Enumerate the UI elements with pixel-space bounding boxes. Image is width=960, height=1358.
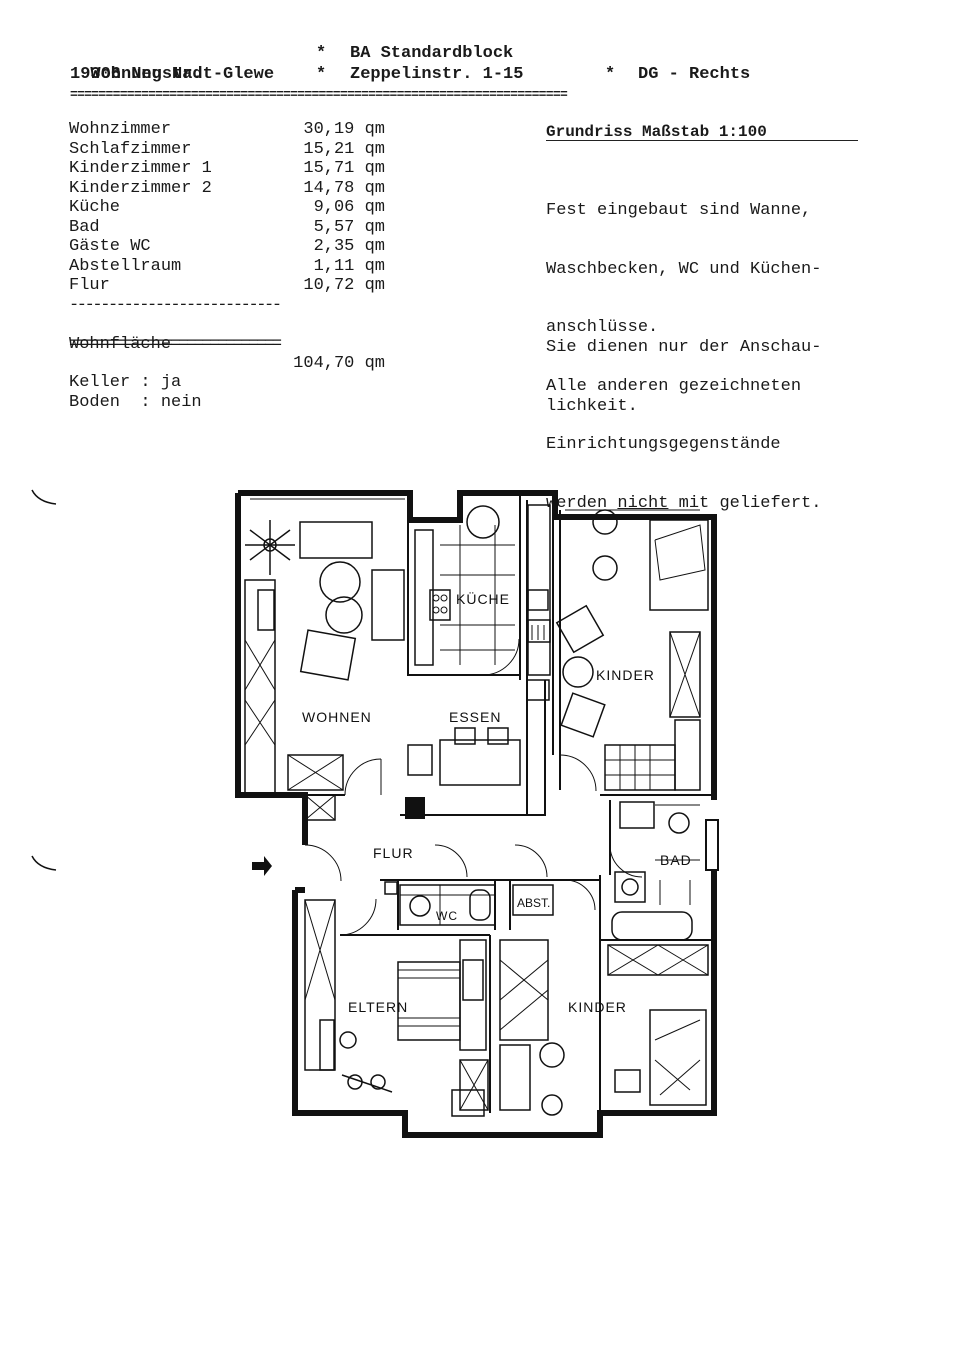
note-text: werden bbox=[546, 493, 618, 513]
area-value: 5,57 qm bbox=[313, 217, 385, 237]
area-label: Abstellraum bbox=[69, 256, 182, 276]
title-underline bbox=[546, 140, 858, 141]
note-paragraph-2: Sie dienen nur der Anschau- lichkeit. bbox=[546, 299, 821, 436]
margin-mark bbox=[31, 855, 57, 871]
plan-scale-title: Grundriss Maßstab 1:100 bbox=[546, 123, 767, 141]
note-line: Sie dienen nur der Anschau- bbox=[546, 338, 822, 357]
plant-icon bbox=[245, 520, 295, 575]
area-value: 10,72 qm bbox=[303, 276, 385, 295]
room-label-abst: ABST. bbox=[517, 896, 550, 910]
dash-line: --------------------------- bbox=[69, 296, 282, 315]
room-label-kinder: KINDER bbox=[568, 999, 627, 1015]
area-value: 30,19 qm bbox=[303, 120, 385, 139]
note-line: werden nicht mit geliefert. bbox=[546, 494, 821, 514]
area-value: 1,11 qm bbox=[313, 256, 385, 276]
area-row: Bad 5,57 qm bbox=[69, 218, 385, 238]
room-label-essen: ESSEN bbox=[449, 709, 501, 725]
floor-position: DG - Rechts bbox=[638, 65, 751, 84]
area-label: Küche bbox=[69, 198, 121, 217]
note-line: anschlüsse. bbox=[546, 318, 659, 337]
area-value: 9,06 qm bbox=[313, 198, 385, 217]
room-label-bad: BAD bbox=[660, 852, 692, 868]
area-label: Wohnzimmer bbox=[69, 120, 172, 139]
apartment-number-label: Wohnung Nr. bbox=[90, 65, 203, 84]
area-row: Wohnzimmer 30,19 qm bbox=[69, 120, 385, 140]
room-label-kinder: KINDER bbox=[596, 667, 655, 683]
boden-info: Boden : nein bbox=[69, 393, 202, 412]
city: 19306 Neustadt-Glewe bbox=[70, 65, 275, 84]
header-separator: ========================================… bbox=[70, 87, 568, 102]
double-line: =========================== bbox=[69, 335, 282, 354]
area-label: Gäste WC bbox=[69, 237, 151, 256]
note-underlined-word: nicht bbox=[617, 493, 669, 513]
area-value: 14,78 qm bbox=[303, 178, 385, 198]
plant-icon bbox=[341, 1074, 393, 1093]
total-row: Wohnfläche 104,70 qm bbox=[69, 315, 385, 374]
block-type: BA Standardblock bbox=[350, 44, 514, 63]
header-star: * bbox=[316, 44, 327, 63]
note-line: Fest eingebaut sind Wanne, bbox=[546, 201, 812, 220]
area-row: Schlafzimmer 15,21 qm bbox=[69, 140, 385, 160]
header-line1: Wohnung Nr. bbox=[70, 43, 203, 85]
total-label: Wohnfläche bbox=[69, 334, 172, 354]
area-row: Abstellraum 1,11 qm bbox=[69, 257, 385, 277]
room-label-wohnen: WOHNEN bbox=[302, 709, 372, 725]
area-label: Kinderzimmer 2 bbox=[69, 178, 212, 198]
area-label: Flur bbox=[69, 276, 110, 295]
area-value: 15,21 qm bbox=[303, 139, 385, 159]
total-value: 104,70 qm bbox=[293, 354, 385, 373]
street: Zeppelinstr. 1-15 bbox=[350, 65, 524, 84]
note-line: Waschbecken, WC und Küchen- bbox=[546, 259, 822, 279]
note-paragraph-1: Fest eingebaut sind Wanne, Waschbecken, … bbox=[546, 162, 821, 533]
area-row: Küche 9,06 qm bbox=[69, 198, 385, 218]
note-line: Einrichtungsgegenstände bbox=[546, 435, 781, 454]
area-row: Flur 10,72 qm bbox=[69, 276, 385, 296]
note-text: mit geliefert. bbox=[668, 493, 822, 513]
room-label-wc: WC bbox=[436, 909, 458, 923]
header-star: * bbox=[316, 65, 327, 84]
header-star: * bbox=[605, 65, 616, 84]
entrance-arrow-icon bbox=[252, 856, 272, 876]
room-label-kueche: KÜCHE bbox=[456, 590, 510, 607]
area-row: Gäste WC 2,35 qm bbox=[69, 237, 385, 257]
area-label: Bad bbox=[69, 217, 100, 237]
room-label-flur: FLUR bbox=[373, 845, 414, 861]
area-value: 15,71 qm bbox=[303, 159, 385, 178]
margin-mark bbox=[31, 489, 57, 505]
area-value: 2,35 qm bbox=[313, 237, 385, 256]
area-label: Kinderzimmer 1 bbox=[69, 159, 212, 178]
room-label-eltern: ELTERN bbox=[348, 999, 408, 1015]
area-row: Kinderzimmer 1 15,71 qm bbox=[69, 159, 385, 179]
area-label: Schlafzimmer bbox=[69, 139, 192, 159]
note-line: lichkeit. bbox=[546, 396, 638, 416]
note-line: Alle anderen gezeichneten bbox=[546, 376, 802, 396]
keller-info: Keller : ja bbox=[69, 373, 182, 392]
area-row: Kinderzimmer 2 14,78 qm bbox=[69, 179, 385, 199]
